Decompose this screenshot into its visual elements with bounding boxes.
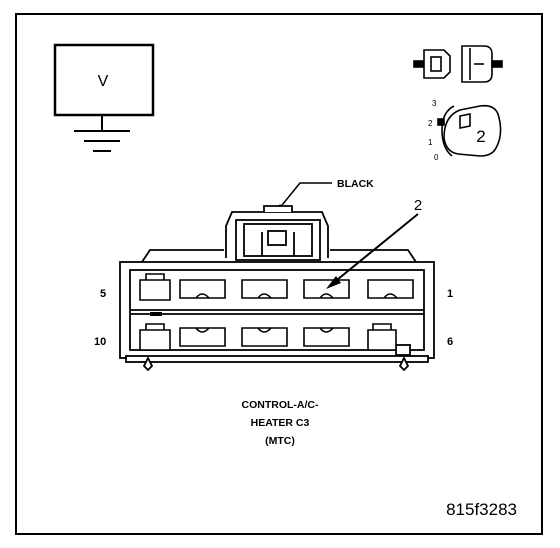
figure-border: [15, 13, 543, 535]
probe-tip-icon: [437, 104, 502, 157]
terminal-cavities: [139, 273, 414, 351]
connector-name-line-1: CONTROL-A/C-: [242, 399, 319, 411]
wire-leader: [277, 182, 332, 211]
connector-name-line-3: (MTC): [265, 435, 295, 447]
probe-scale-3: 3: [432, 99, 437, 108]
connector-plug-icon: [413, 45, 503, 83]
voltmeter-icon: [53, 43, 155, 152]
figure-id: 815f3283: [446, 500, 517, 519]
probe-scale-0: 0: [434, 153, 439, 162]
pin-label-5: 5: [100, 288, 106, 300]
connector-housing: [119, 249, 435, 372]
pin-label-1: 1: [447, 288, 453, 300]
probe-scale-2: 2: [428, 119, 433, 128]
wire-color-label: BLACK: [337, 178, 374, 190]
connector-name-line-2: HEATER C3: [251, 417, 310, 429]
callout-leader: [331, 213, 419, 285]
meter-symbol: V: [98, 73, 109, 90]
connector-latch: [225, 205, 329, 261]
probe-scale-1: 1: [428, 138, 433, 147]
pin-label-6: 6: [447, 336, 453, 348]
callout-number: 2: [414, 197, 422, 214]
probe-number: 2: [476, 127, 485, 146]
callout-arrowhead: [326, 276, 341, 289]
pin-label-10: 10: [94, 336, 106, 348]
